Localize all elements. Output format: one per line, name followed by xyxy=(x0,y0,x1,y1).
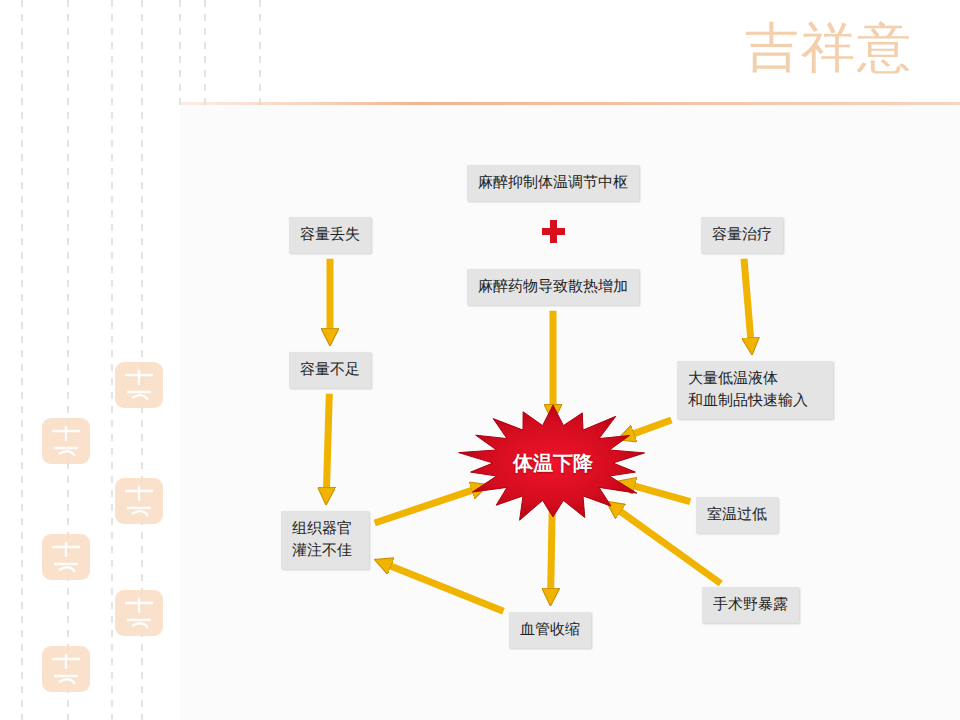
seal-mark xyxy=(42,646,90,692)
process-box: 麻醉药物导致散热增加 xyxy=(467,269,639,305)
node-text: 血管收缩 xyxy=(520,619,580,641)
arrow-connector xyxy=(326,394,329,489)
seal-stroke xyxy=(125,370,153,400)
node-text: 容量丢失 xyxy=(300,224,360,246)
process-box: 容量丢失 xyxy=(289,217,371,253)
grid-line xyxy=(179,0,181,105)
node-text: 麻醉药物导致散热增加 xyxy=(478,276,628,298)
plus-sign xyxy=(542,220,565,243)
arrow-connector xyxy=(633,486,690,502)
seal-mark xyxy=(42,534,90,580)
process-box: 组织器官 灌注不佳 xyxy=(281,511,369,569)
seal-stroke xyxy=(52,542,80,572)
header-rule xyxy=(180,102,960,105)
arrow-connector xyxy=(389,566,503,612)
seal-mark xyxy=(115,590,163,636)
seal-mark xyxy=(42,418,90,464)
process-box: 手术野暴露 xyxy=(702,587,799,623)
process-box: 容量不足 xyxy=(289,352,371,388)
plus-bar xyxy=(550,220,557,243)
seal-mark xyxy=(115,478,163,524)
grid-line xyxy=(259,0,261,105)
seal-strokes xyxy=(52,370,153,684)
grid-line xyxy=(67,0,69,720)
seal-stroke xyxy=(52,426,80,456)
node-text: 容量治疗 xyxy=(712,224,772,246)
process-box: 大量低温液体 和血制品快速输入 xyxy=(677,361,833,419)
starburst-shape: 体温下降 xyxy=(458,403,648,523)
watermark: 吉祥意 xyxy=(745,12,913,85)
process-box: 容量治疗 xyxy=(701,217,783,253)
node-text: 体温下降 xyxy=(513,450,593,477)
node-text: 室温过低 xyxy=(707,504,767,526)
seal-mark xyxy=(115,362,163,408)
process-box: 室温过低 xyxy=(696,497,778,533)
node-text: 组织器官 灌注不佳 xyxy=(292,518,358,562)
node-text: 手术野暴露 xyxy=(713,594,788,616)
seal-stroke xyxy=(125,486,153,516)
seal-watermarks xyxy=(42,362,163,692)
content-panel xyxy=(180,105,960,720)
process-box: 麻醉抑制体温调节中枢 xyxy=(467,165,639,201)
process-box: 血管收缩 xyxy=(509,612,591,648)
node-text: 麻醉抑制体温调节中枢 xyxy=(478,172,628,194)
arrow-connector xyxy=(550,311,557,406)
seal-stroke xyxy=(125,598,153,628)
grid-line xyxy=(204,0,206,105)
grid-line xyxy=(111,0,113,720)
arrow-connector xyxy=(551,504,553,590)
grid-line xyxy=(21,0,23,720)
arrow-connector xyxy=(633,420,672,434)
node-text: 大量低温液体 和血制品快速输入 xyxy=(688,368,822,412)
arrow-connector xyxy=(327,259,334,330)
node-text: 容量不足 xyxy=(300,359,360,381)
arrow-connector xyxy=(375,490,474,523)
starburst-polygon xyxy=(459,405,645,520)
seal-stroke xyxy=(52,654,80,684)
arrow-connector xyxy=(744,259,751,339)
